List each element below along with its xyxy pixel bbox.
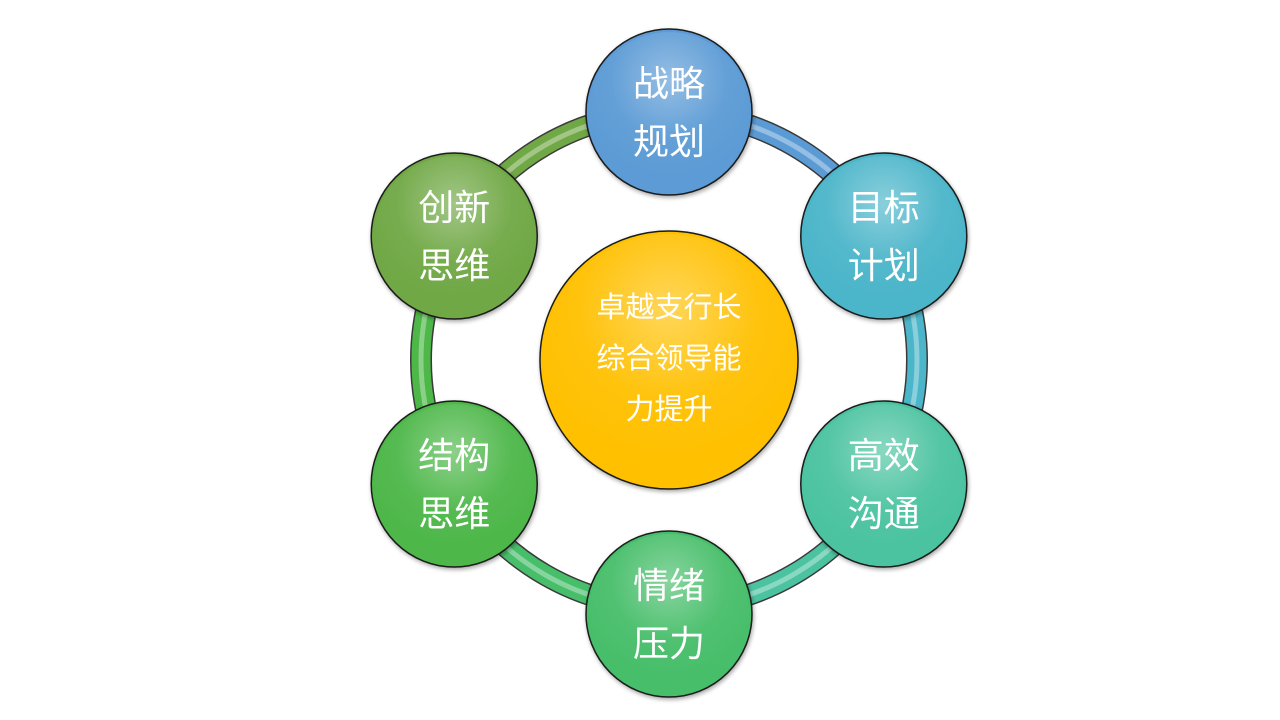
node-gloss <box>803 156 964 316</box>
node-label-line-2: 沟通 <box>848 494 920 535</box>
node-label-line-1: 战略 <box>633 64 705 105</box>
node-label-line-1: 结构 <box>418 436 490 477</box>
node-label-line-1: 目标 <box>848 188 920 229</box>
node-gloss <box>374 156 535 316</box>
node-gloss <box>589 32 749 192</box>
node-label-line-2: 思维 <box>418 246 490 287</box>
node-gloss <box>374 404 535 564</box>
node-label-line-2: 规划 <box>633 122 705 163</box>
center-label-line-3: 力提升 <box>625 392 712 426</box>
node-label-line-2: 压力 <box>633 624 705 665</box>
center-node: 卓越支行长 综合领导能 力提升 <box>539 230 799 490</box>
node-label-line-1: 情绪 <box>633 566 705 607</box>
node-label-line-1: 高效 <box>848 436 920 477</box>
node-label-line-2: 思维 <box>418 494 490 535</box>
node-gloss <box>803 404 964 564</box>
center-gloss <box>543 234 795 486</box>
node-label-line-2: 计划 <box>848 246 920 287</box>
node-label-line-1: 创新 <box>418 188 490 229</box>
node-gloss <box>589 534 749 694</box>
center-label-line-1: 卓越支行长 <box>596 290 741 324</box>
center-label-line-2: 综合领导能 <box>596 341 741 375</box>
